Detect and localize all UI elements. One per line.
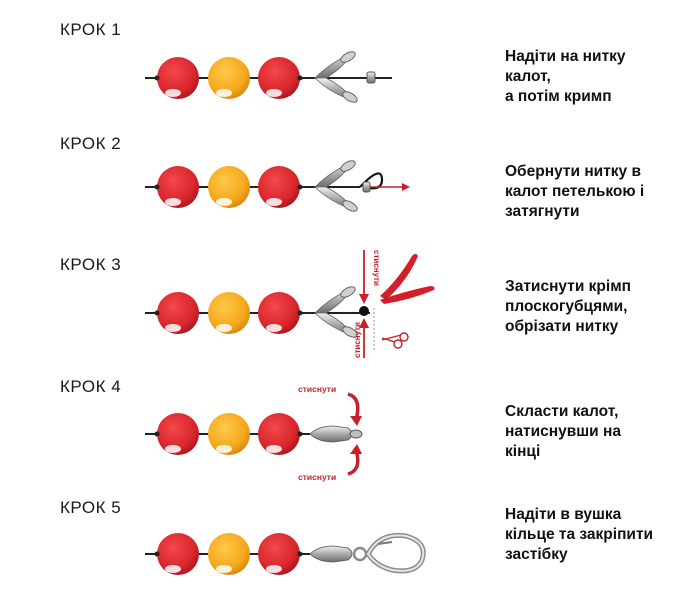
bead-red	[258, 292, 303, 334]
bead-red	[258, 533, 303, 575]
step-2-illustration	[145, 160, 410, 212]
step-5-label: КРОК 5	[60, 498, 122, 517]
bead-yellow	[208, 292, 250, 334]
squeeze-arrow-bottom	[359, 318, 369, 358]
step-2-label: КРОК 2	[60, 134, 122, 153]
bead-red	[154, 57, 199, 99]
calotte-open	[314, 286, 358, 338]
pliers-icon	[380, 254, 435, 304]
step-3-label: КРОК 3	[60, 255, 122, 274]
jump-ring	[352, 546, 368, 562]
bead-red	[154, 292, 199, 334]
step-4-text: Скласти калот, натиснувши на кінці	[505, 403, 621, 460]
lobster-clasp-icon	[365, 532, 426, 574]
squeeze-arrow-top	[359, 250, 369, 304]
crimped-bead	[359, 306, 369, 316]
calotte-closed	[309, 425, 363, 443]
bead-red	[258, 57, 303, 99]
step-4-label: КРОК 4	[60, 377, 122, 396]
scissors-icon	[381, 332, 409, 349]
step-2-text: Обернути нитку в калот петелькою і затяг…	[505, 163, 645, 220]
bead-red	[258, 413, 303, 455]
bead-red	[258, 166, 303, 208]
squeeze-label-top: стиснути	[298, 384, 336, 394]
step-3-text: Затиснути крімп плоскогубцями, обрізати …	[505, 278, 632, 335]
thread-loop	[359, 172, 384, 190]
bead-yellow	[208, 57, 250, 99]
calotte-closed	[309, 545, 353, 563]
step-1-text: Надіти на нитку калот, а потім кримп	[505, 48, 626, 105]
step-4-illustration: стиснути стиснути	[145, 384, 363, 482]
step-1-illustration	[145, 51, 392, 103]
bead-yellow	[208, 413, 250, 455]
calotte-open	[314, 160, 358, 212]
step-5-text: Надіти в вушка кільце та закріпити засті…	[505, 506, 654, 563]
squeeze-label: стиснути	[372, 250, 381, 286]
calotte-open	[314, 51, 358, 103]
squeeze-label-bottom: стиснути	[298, 472, 336, 482]
bead-red	[154, 533, 199, 575]
step-3-illustration: стиснути стиснути	[145, 250, 435, 358]
crimp-bead	[366, 71, 376, 84]
bead-yellow	[208, 166, 250, 208]
squeeze-label: стиснути	[353, 322, 362, 358]
crimp-bead	[362, 181, 371, 193]
step-5-illustration	[145, 532, 426, 575]
bead-red	[154, 166, 199, 208]
bead-red	[154, 413, 199, 455]
step-1-label: КРОК 1	[60, 20, 122, 39]
bead-yellow	[208, 533, 250, 575]
